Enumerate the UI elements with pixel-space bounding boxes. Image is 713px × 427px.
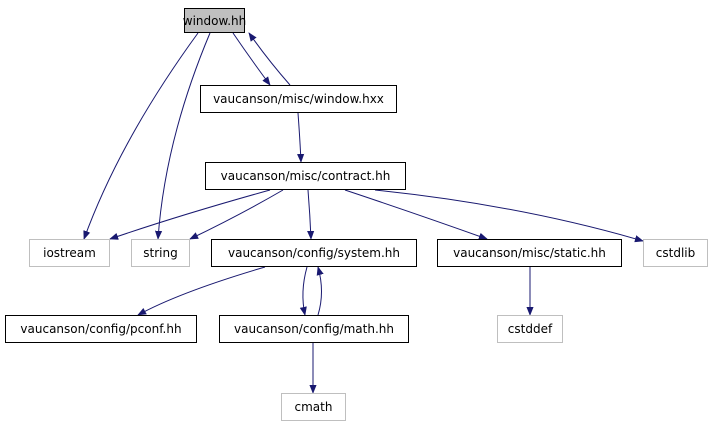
node-label: string (143, 246, 178, 260)
node-label: vaucanson/misc/window.hxx (213, 92, 384, 106)
edge-contract_hh-to-iostream (109, 189, 271, 240)
node-static-hh[interactable]: vaucanson/misc/static.hh (437, 239, 622, 267)
node-label: cmath (294, 400, 333, 414)
edge-contract_hh-to-static_hh (344, 189, 488, 240)
node-window-hxx[interactable]: vaucanson/misc/window.hxx (200, 85, 397, 113)
node-label: vaucanson/config/pconf.hh (20, 322, 182, 336)
edge-contract_hh-to-string (189, 189, 284, 240)
node-string: string (131, 239, 190, 267)
edge-window_hh-to-string (154, 32, 211, 240)
edge-window_hxx-to-contract_hh (297, 112, 305, 163)
node-label: window.hh (182, 13, 247, 28)
node-system-hh[interactable]: vaucanson/config/system.hh (211, 239, 417, 267)
edge-window_hh-to-window_hxx (232, 32, 271, 86)
node-label: vaucanson/misc/static.hh (453, 246, 606, 260)
edge-window_hxx-to-window_hh (248, 32, 291, 86)
edge-window_hh-to-iostream (83, 32, 199, 240)
node-cstdlib: cstdlib (643, 239, 708, 267)
edge-contract_hh-to-cstdlib (374, 189, 644, 243)
edge-system_hh-to-pconf_hh (137, 266, 266, 316)
node-label: vaucanson/config/math.hh (233, 322, 394, 336)
node-contract-hh[interactable]: vaucanson/misc/contract.hh (205, 162, 406, 190)
edge-system_hh-to-math_hh (299, 266, 308, 316)
node-cmath: cmath (281, 393, 346, 421)
node-label: cstdlib (655, 246, 696, 260)
node-label: vaucanson/config/system.hh (227, 246, 401, 260)
edge-contract_hh-to-system_hh (307, 189, 315, 240)
edge-math_hh-to-system_hh (316, 266, 324, 316)
node-label: iostream (43, 246, 96, 260)
node-label: cstddef (507, 322, 553, 336)
node-cstddef: cstddef (497, 315, 563, 343)
node-math-hh[interactable]: vaucanson/config/math.hh (219, 315, 409, 343)
node-iostream: iostream (29, 239, 110, 267)
node-label: vaucanson/misc/contract.hh (220, 169, 391, 183)
node-window-hh[interactable]: window.hh (182, 8, 247, 33)
node-pconf-hh[interactable]: vaucanson/config/pconf.hh (5, 315, 197, 343)
